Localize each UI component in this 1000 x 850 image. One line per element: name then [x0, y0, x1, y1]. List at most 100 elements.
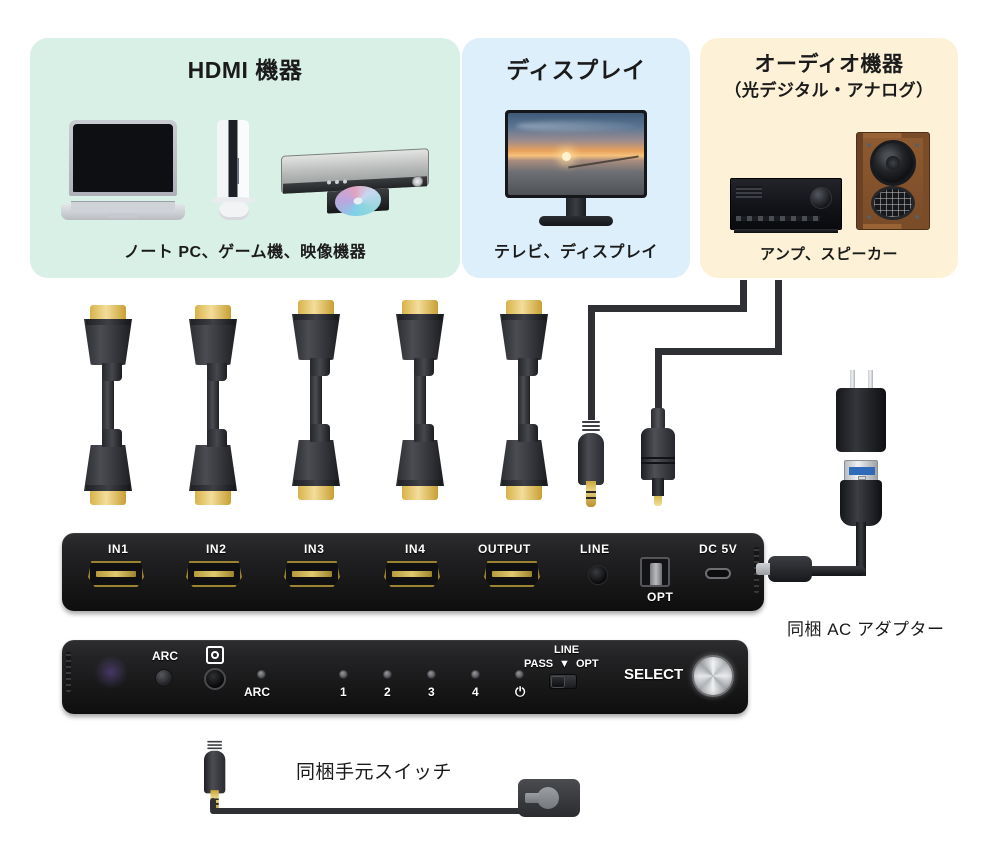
hdmi-plug-top [189, 305, 237, 381]
panel-hdmi-title: HDMI 機器 [187, 57, 303, 83]
ir-receiver-jack[interactable] [204, 668, 226, 690]
hdmi-port-in4[interactable] [384, 561, 440, 587]
panel-audio-title: オーディオ機器 （光デジタル・アナログ） [724, 52, 933, 102]
port-label-in2: IN2 [206, 542, 227, 556]
panel-hdmi-caption: ノート PC、ゲーム機、映像機器 [123, 244, 367, 261]
hdmi-plug-top [500, 300, 548, 376]
switch-label-pass: PASS [524, 658, 554, 670]
hdmi-port-in1[interactable] [88, 561, 144, 587]
ac-adapter-illustration [756, 370, 980, 590]
hdmi-plug-contacts [195, 305, 231, 322]
led-label-4: 4 [472, 685, 479, 699]
port-label-in3: IN3 [304, 542, 325, 556]
hdmi-plug-collar [191, 485, 235, 491]
switch-front-panel: ARC ARC 1 2 3 4 ⏻ LINE PASS ▼ OPT SELECT [62, 640, 748, 714]
port-label-dc5v: DC 5V [699, 542, 738, 556]
hdmi-plug-boot [414, 358, 434, 376]
panel-display-title: ディスプレイ [506, 57, 646, 83]
line-pass-opt-slide-switch[interactable] [549, 674, 577, 689]
hdmi-plug-bottom [292, 424, 340, 500]
power-indicator-glow [94, 655, 128, 689]
switch-label-line: LINE [554, 644, 580, 656]
adapter-prong [850, 370, 855, 390]
arc-button[interactable] [155, 669, 173, 687]
speaker-screw [867, 215, 871, 219]
hdmi-cable [496, 300, 552, 500]
hdmi-plug-bottom [189, 429, 237, 505]
hdmi-plug-shell [500, 440, 548, 486]
panel-audio-title-sub: （光デジタル・アナログ） [724, 81, 934, 101]
panel-audio-caption: アンプ、スピーカー [759, 246, 898, 263]
remote-switch-button[interactable] [525, 787, 559, 809]
hdmi-plug-contacts [195, 488, 231, 505]
arc-button-label: ARC [152, 649, 178, 663]
usb-c-plug-body [768, 556, 812, 582]
hdmi-plug-boot [102, 429, 122, 447]
toslink-neck [651, 408, 665, 430]
disc-player-illustration [281, 140, 429, 220]
usb-a-connector [844, 460, 878, 482]
analog-cable-segment [588, 305, 595, 420]
plug-body [578, 433, 604, 485]
switch-marker: ▼ [559, 658, 570, 670]
hdmi-plug-boot [102, 363, 122, 381]
audio-device-illustrations [712, 126, 948, 233]
laptop-screen [69, 120, 177, 196]
panel-audio-title-main: オーディオ機器 [754, 53, 904, 76]
hdmi-plug-contacts [298, 483, 334, 500]
hdmi-plug-shell [292, 440, 340, 486]
panel-hdmi-devices: HDMI 機器 ノート PC、ゲーム機、映像機 [30, 38, 460, 278]
hdmi-device-illustrations [50, 100, 440, 220]
hdmi-cable-wire [207, 365, 219, 449]
usb-a-plug-shell [840, 480, 882, 526]
analog-cable-segment [740, 280, 747, 312]
usb-cable-vertical [856, 522, 866, 576]
hdmi-plug-contacts [506, 300, 542, 317]
led-1 [339, 670, 348, 679]
game-console-illustration [203, 120, 263, 220]
amplifier-illustration [730, 178, 842, 233]
console-stand [211, 197, 255, 204]
screen-pier [568, 155, 639, 169]
speaker-screw [915, 215, 919, 219]
plug-strain-rings [582, 421, 600, 435]
plug-strain-rings [207, 740, 223, 752]
amp-volume-knob [810, 187, 832, 209]
select-knob[interactable] [692, 655, 734, 697]
hdmi-plug-contacts [90, 488, 126, 505]
optical-cable-segment [655, 348, 782, 355]
analog-line-jack[interactable] [588, 565, 608, 585]
hdmi-port-in3[interactable] [284, 561, 340, 587]
led-2 [383, 670, 392, 679]
speaker-screw [867, 143, 871, 147]
hdmi-port-in2[interactable] [186, 561, 242, 587]
port-label-in4: IN4 [405, 542, 426, 556]
hdmi-plug-shell [500, 314, 548, 360]
switch-rear-panel: IN1 IN2 IN3 IN4 OUTPUT LINE OPT DC 5V [62, 533, 764, 611]
port-label-in1: IN1 [108, 542, 129, 556]
hdmi-plug-boot [310, 358, 330, 376]
switch-label-opt: OPT [576, 658, 599, 670]
hdmi-plug-contacts [402, 483, 438, 500]
hdmi-cable [185, 305, 241, 505]
wired-remote-annotation: 同梱手元スイッチ [296, 762, 453, 783]
led-arc [257, 670, 266, 679]
monitor-bezel [505, 110, 647, 198]
monitor-illustration [505, 110, 647, 226]
amp-vents [736, 186, 762, 198]
hdmi-plug-contacts [506, 483, 542, 500]
console-body [217, 120, 249, 202]
hdmi-plug-contacts [402, 300, 438, 317]
hdmi-plug-boot [518, 424, 538, 442]
monitor-screen [508, 113, 644, 195]
hdmi-plug-contacts [298, 300, 334, 317]
optical-port[interactable] [640, 557, 670, 587]
usb-c-power-port[interactable] [705, 568, 731, 579]
hdmi-plug-bottom [500, 424, 548, 500]
optical-cable-segment [775, 280, 782, 348]
port-label-line: LINE [580, 542, 610, 556]
hdmi-port-output[interactable] [484, 561, 540, 587]
hdmi-plug-collar [502, 314, 546, 320]
led-3 [427, 670, 436, 679]
